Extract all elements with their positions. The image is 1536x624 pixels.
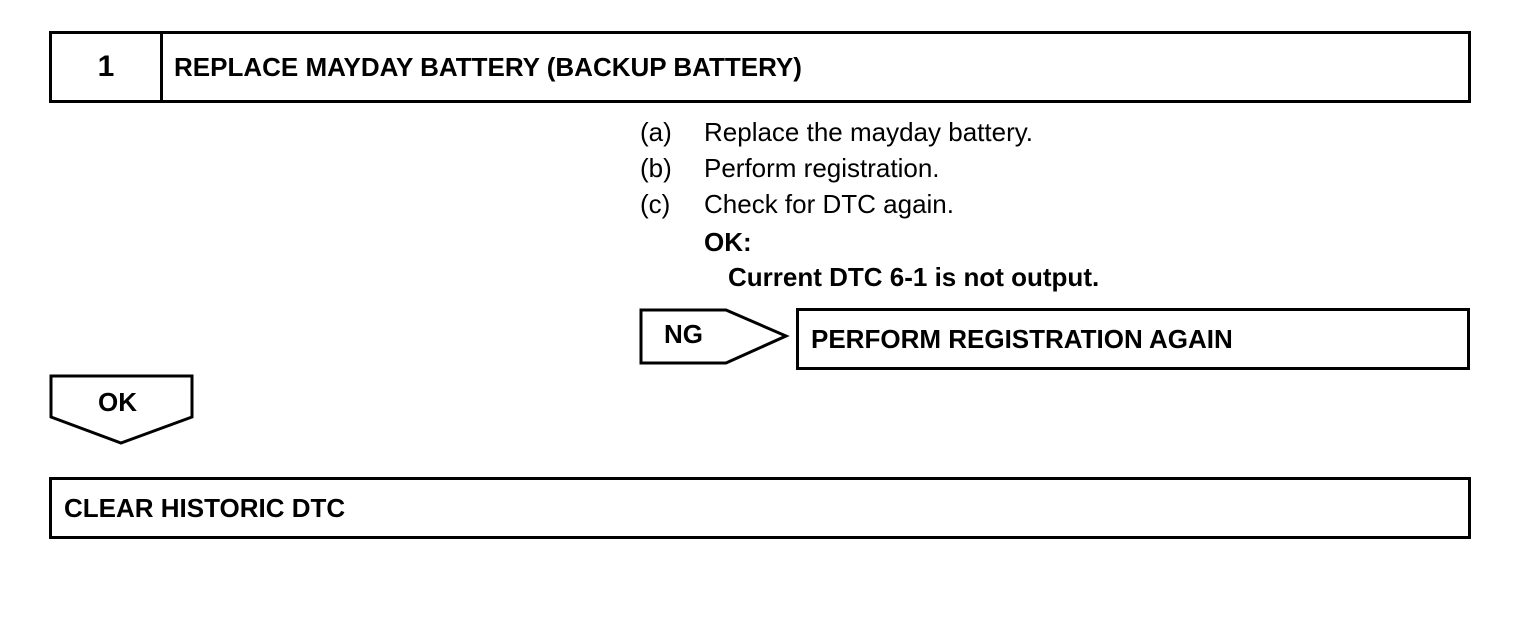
instruction-letter-b: (b) xyxy=(640,153,672,183)
ok-arrow xyxy=(49,374,194,445)
instruction-letter-a: (a) xyxy=(640,117,672,147)
ok-result-description: Current DTC 6-1 is not output. xyxy=(728,262,1100,292)
instruction-text-c: Check for DTC again. xyxy=(704,189,954,219)
ng-arrow-label: NG xyxy=(664,319,703,349)
ok-arrow-label: OK xyxy=(98,387,137,417)
instruction-text-b: Perform registration. xyxy=(704,153,940,183)
step-number: 1 xyxy=(52,34,163,100)
step-title: REPLACE MAYDAY BATTERY (BACKUP BATTERY) xyxy=(174,51,802,82)
ng-action-box: PERFORM REGISTRATION AGAIN xyxy=(796,308,1470,370)
ng-action-text: PERFORM REGISTRATION AGAIN xyxy=(811,323,1233,354)
instruction-text-a: Replace the mayday battery. xyxy=(704,117,1034,147)
step-header-box: 1 REPLACE MAYDAY BATTERY (BACKUP BATTERY… xyxy=(49,31,1471,103)
next-step-text: CLEAR HISTORIC DTC xyxy=(64,492,346,523)
ok-result-label: OK: xyxy=(704,227,752,257)
ng-arrow xyxy=(639,308,790,365)
next-step-box: CLEAR HISTORIC DTC xyxy=(49,477,1471,539)
instruction-letter-c: (c) xyxy=(640,189,671,219)
